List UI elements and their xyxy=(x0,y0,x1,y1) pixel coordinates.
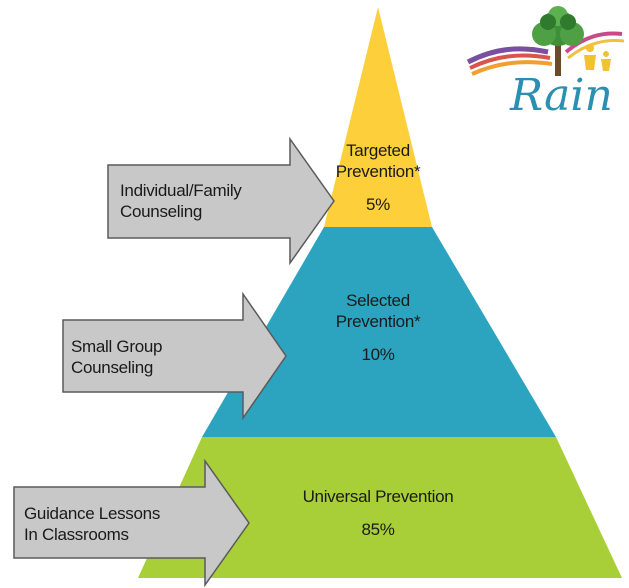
tier-bottom-label: Universal Prevention 85% xyxy=(268,486,488,540)
tier-bottom-title: Universal Prevention xyxy=(302,487,454,506)
arrow-small-group-label: Small Group Counseling xyxy=(71,336,162,378)
tier-bottom-percent: 85% xyxy=(361,520,395,539)
arrow-guidance-lessons-line1: Guidance Lessons xyxy=(24,504,161,523)
tier-middle-label: Selected Prevention* 10% xyxy=(308,290,448,365)
rainbow-swoosh-orange xyxy=(471,60,553,76)
logo-text: Rain xyxy=(509,70,613,121)
tier-middle-shape xyxy=(202,227,556,437)
tier-middle-percent: 10% xyxy=(361,345,395,364)
arrow-individual-family-label: Individual/Family Counseling xyxy=(120,180,242,222)
arrow-individual-family-line2: Counseling xyxy=(120,202,203,221)
tier-middle-title-line2: Prevention* xyxy=(335,312,421,331)
arrow-small-group-line2: Counseling xyxy=(71,358,154,377)
arrow-small-group xyxy=(62,291,287,421)
tier-top-title-line2: Prevention* xyxy=(335,162,421,181)
people-icon xyxy=(584,44,611,71)
arrow-individual-family-line1: Individual/Family xyxy=(120,181,242,200)
arrow-individual-family xyxy=(107,136,335,266)
rainbow-swoosh-right xyxy=(564,31,623,54)
rainbow-swoosh-red xyxy=(469,53,551,70)
tier-top-title-line1: Targeted xyxy=(346,141,410,160)
tier-middle-title-line1: Selected xyxy=(346,291,410,310)
tier-top-percent: 5% xyxy=(366,195,390,214)
arrow-small-group-line1: Small Group xyxy=(71,337,163,356)
tier-top-shape xyxy=(324,7,432,227)
arrow-guidance-lessons-label: Guidance Lessons In Classrooms xyxy=(24,503,160,545)
arrow-guidance-lessons-line2: In Classrooms xyxy=(24,525,129,544)
tree-icon xyxy=(532,6,584,76)
tier-top-label: Targeted Prevention* 5% xyxy=(308,140,448,215)
rainbow-swoosh-purple xyxy=(466,46,549,65)
tier-bottom-shape xyxy=(138,437,622,578)
rain-logo: Rain xyxy=(466,6,625,121)
rainbow-swoosh-right-2 xyxy=(567,39,625,60)
arrow-guidance-lessons xyxy=(13,458,250,588)
